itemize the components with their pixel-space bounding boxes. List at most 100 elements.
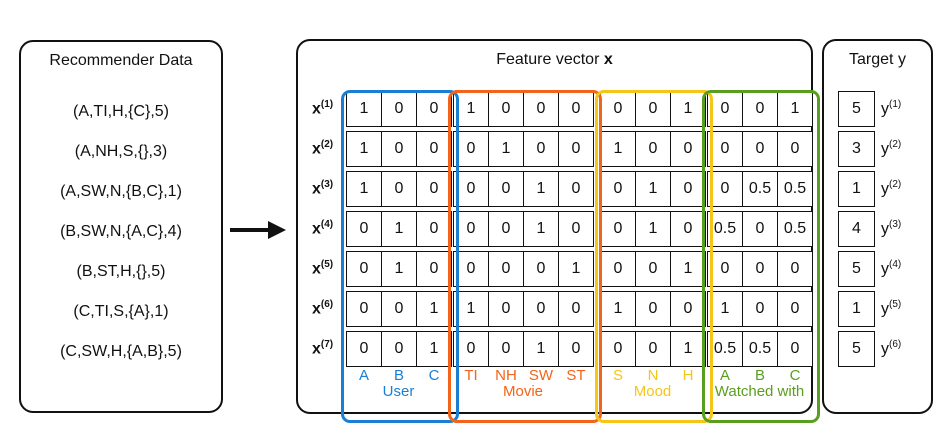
feature-cell: 0: [346, 211, 382, 247]
recommender-data-panel: Recommender Data (A,TI,H,{C},5) (A,NH,S,…: [19, 40, 223, 413]
feature-cell: 0: [558, 211, 594, 247]
feature-cell: 0: [381, 331, 417, 367]
feature-cell: 0: [742, 211, 778, 247]
feature-cell: 0: [523, 91, 559, 127]
group-label: Watched with: [714, 383, 805, 400]
row-label: x(2): [312, 139, 334, 158]
feature-cell: 0: [600, 331, 636, 367]
row-label: x(4): [312, 219, 334, 238]
group-label: Movie: [502, 383, 543, 400]
column-label: S: [612, 367, 623, 384]
feature-cell: 1: [707, 291, 743, 327]
column-label: TI: [464, 367, 478, 384]
feature-cell: 1: [381, 251, 417, 287]
feature-cell: 0: [670, 291, 706, 327]
target-label: y(3): [881, 219, 902, 238]
record: (B,SW,N,{A,C},4): [60, 223, 182, 240]
column-label: ST: [566, 367, 586, 384]
feature-cell: 0: [635, 251, 671, 287]
feature-cell: 0: [453, 131, 489, 167]
row-label: x(5): [312, 259, 334, 278]
feature-cell: 0: [707, 251, 743, 287]
target-cell: 5: [838, 91, 875, 127]
feature-cell: 0: [742, 131, 778, 167]
feature-cell: 0: [742, 291, 778, 327]
feature-cell: 0: [523, 291, 559, 327]
feature-cell: 0: [777, 251, 813, 287]
feature-cell: 0: [381, 291, 417, 327]
feature-cell: 0: [453, 251, 489, 287]
feature-cell: 1: [346, 171, 382, 207]
feature-cell: 1: [670, 331, 706, 367]
row-label: x(1): [312, 99, 334, 118]
target-label: y(4): [881, 259, 902, 278]
feature-cell: 0: [416, 171, 452, 207]
feature-cell: 1: [523, 171, 559, 207]
feature-cell: 0.5: [777, 211, 813, 247]
record: (A,NH,S,{},3): [74, 143, 168, 160]
target-cell: 1: [838, 171, 875, 207]
feature-cell: 0.5: [707, 331, 743, 367]
feature-cell: 0: [777, 291, 813, 327]
record: (B,ST,H,{},5): [76, 263, 166, 280]
feature-cell: 0: [523, 251, 559, 287]
feature-cell: 1: [523, 331, 559, 367]
record: (C,SW,H,{A,B},5): [60, 343, 182, 360]
target-cell: 4: [838, 211, 875, 247]
feature-cell: 0: [707, 171, 743, 207]
feature-cell: 1: [600, 131, 636, 167]
feature-cell: 1: [416, 331, 452, 367]
target-cell: 3: [838, 131, 875, 167]
target-label: y(1): [881, 99, 902, 118]
group-label: User: [382, 383, 415, 400]
column-label: B: [754, 367, 765, 384]
feature-cell: 0: [416, 91, 452, 127]
feature-cell: 0: [670, 211, 706, 247]
feature-cell: 1: [635, 171, 671, 207]
feature-cell: 0: [381, 131, 417, 167]
feature-cell: 0: [488, 291, 524, 327]
feature-cell: 0: [558, 91, 594, 127]
feature-cell: 0: [381, 91, 417, 127]
feature-cell: 1: [558, 251, 594, 287]
column-label: H: [682, 367, 694, 384]
feature-cell: 1: [670, 91, 706, 127]
column-label: C: [789, 367, 801, 384]
feature-cell: 1: [346, 91, 382, 127]
record: (A,TI,H,{C},5): [72, 103, 170, 120]
feature-cell: 0: [777, 131, 813, 167]
row-label: x(7): [312, 339, 334, 358]
feature-cell: 0: [416, 131, 452, 167]
feature-cell: 1: [416, 291, 452, 327]
feature-cell: 0: [670, 131, 706, 167]
feature-cell: 0: [453, 331, 489, 367]
feature-cell: 0: [488, 211, 524, 247]
feature-cell: 0: [558, 131, 594, 167]
feature-cell: 0: [453, 171, 489, 207]
group-label: Mood: [633, 383, 672, 400]
feature-cell: 1: [523, 211, 559, 247]
feature-cell: 1: [453, 91, 489, 127]
feature-cell: 0: [635, 331, 671, 367]
target-label: y(5): [881, 299, 902, 318]
feature-cell: 0: [707, 131, 743, 167]
column-label: NH: [495, 367, 517, 384]
column-label: C: [428, 367, 440, 384]
feature-cell: 1: [488, 131, 524, 167]
feature-cell: 0.5: [707, 211, 743, 247]
feature-cell: 1: [777, 91, 813, 127]
feature-cell: 0: [488, 331, 524, 367]
feature-cell: 0: [635, 131, 671, 167]
feature-cell: 0: [670, 171, 706, 207]
feature-cell: 0: [346, 331, 382, 367]
feature-cell: 0: [523, 131, 559, 167]
feature-cell: 0: [346, 291, 382, 327]
feature-cell: 0: [600, 171, 636, 207]
feature-cell: 0: [416, 251, 452, 287]
feature-cell: 0.5: [742, 331, 778, 367]
row-label: x(6): [312, 299, 334, 318]
feature-cell: 1: [453, 291, 489, 327]
feature-cell: 0: [558, 291, 594, 327]
target-cell: 5: [838, 251, 875, 287]
